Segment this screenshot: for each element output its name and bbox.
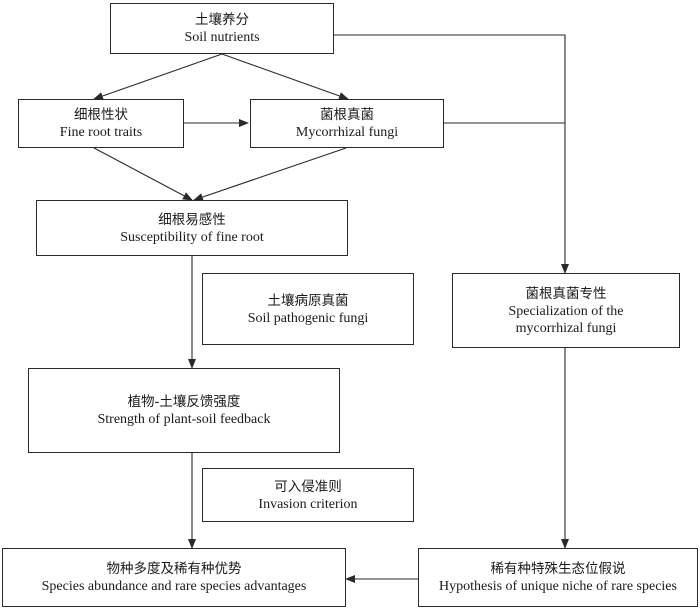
node-mycorrhizal-fungi-en: Mycorrhizal fungi bbox=[295, 125, 399, 140]
node-unique-niche-zh: 稀有种特殊生态位假说 bbox=[490, 561, 626, 577]
node-susceptibility-zh: 细根易感性 bbox=[158, 211, 226, 228]
arrow-mycorrhizal-to-susceptibility bbox=[193, 147, 347, 201]
node-plant-soil-feedback-zh: 植物-土壤反馈强度 bbox=[127, 394, 241, 410]
node-fine-root-traits-en: Fine root traits bbox=[59, 125, 143, 140]
node-species-abundance-en: Species abundance and rare species advan… bbox=[41, 579, 307, 594]
node-soil-pathogenic-fungi: 土壤病原真菌 Soil pathogenic fungi bbox=[202, 273, 414, 345]
node-invasion-criterion: 可入侵准则 Invasion criterion bbox=[202, 468, 414, 522]
line-nutrients-to-specialization bbox=[334, 34, 569, 274]
node-mycorrhizal-fungi: 菌根真菌 Mycorrhizal fungi bbox=[250, 99, 444, 148]
arrow-fine-root-to-susceptibility bbox=[93, 147, 193, 201]
node-soil-nutrients-zh: 土壤养分 bbox=[195, 12, 249, 28]
node-soil-pathogenic-fungi-zh: 土壤病原真菌 bbox=[267, 292, 349, 309]
node-species-abundance-zh: 物种多度及稀有种优势 bbox=[106, 561, 242, 577]
node-soil-nutrients-en: Soil nutrients bbox=[184, 30, 260, 45]
node-plant-soil-feedback-en: Strength of plant-soil feedback bbox=[97, 412, 271, 427]
node-specialization-zh: 菌根真菌专性 bbox=[525, 285, 607, 302]
node-specialization: 菌根真菌专性 Specialization of the mycorrhizal… bbox=[452, 273, 680, 348]
node-unique-niche-en: Hypothesis of unique niche of rare speci… bbox=[439, 579, 677, 594]
node-invasion-criterion-zh: 可入侵准则 bbox=[274, 478, 342, 495]
node-fine-root-traits: 细根性状 Fine root traits bbox=[18, 99, 184, 148]
node-soil-nutrients: 土壤养分 Soil nutrients bbox=[110, 3, 334, 54]
node-fine-root-traits-zh: 细根性状 bbox=[74, 107, 128, 123]
node-plant-soil-feedback: 植物-土壤反馈强度 Strength of plant-soil feedbac… bbox=[28, 368, 340, 453]
node-susceptibility-en: Susceptibility of fine root bbox=[120, 229, 264, 245]
node-mycorrhizal-fungi-zh: 菌根真菌 bbox=[320, 107, 374, 123]
node-unique-niche: 稀有种特殊生态位假说 Hypothesis of unique niche of… bbox=[418, 548, 698, 607]
node-invasion-criterion-en: Invasion criterion bbox=[258, 496, 358, 512]
node-species-abundance: 物种多度及稀有种优势 Species abundance and rare sp… bbox=[2, 548, 346, 607]
arrow-nutrients-to-mycorrhizal bbox=[221, 53, 349, 100]
node-specialization-en: Specialization of the mycorrhizal fungi bbox=[508, 303, 624, 336]
node-susceptibility: 细根易感性 Susceptibility of fine root bbox=[36, 200, 348, 256]
arrow-nutrients-to-fine-root bbox=[93, 53, 223, 100]
node-soil-pathogenic-fungi-en: Soil pathogenic fungi bbox=[247, 310, 369, 326]
